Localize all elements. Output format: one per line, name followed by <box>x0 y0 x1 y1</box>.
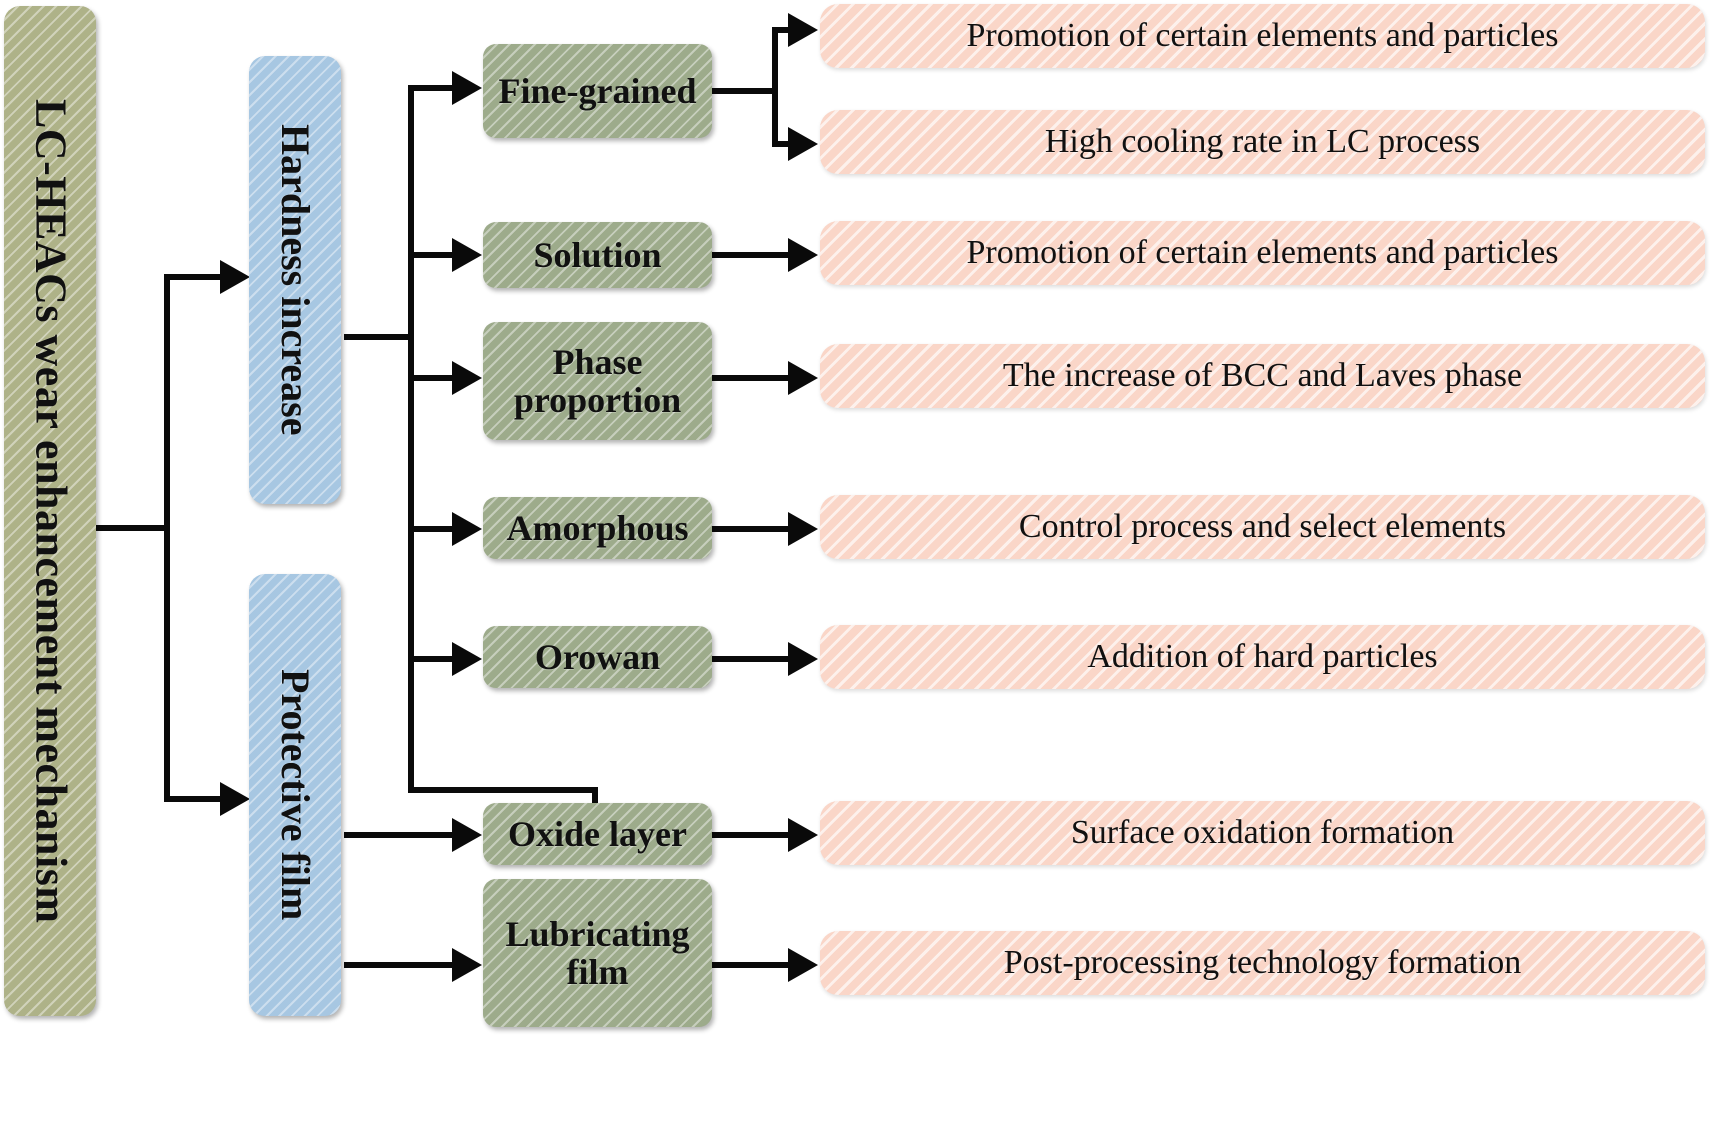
mechanism-node-lubricating-film[interactable]: Lubricating film <box>483 879 712 1027</box>
connector-film-to-lubricating <box>344 962 458 968</box>
arrowhead-to-fine-grained <box>452 71 482 105</box>
arrowhead-to-phase-proportion <box>452 361 482 395</box>
connector-hardness-stem <box>344 334 414 340</box>
root-node-label: LC-HEACs wear enhancement mechanism <box>26 98 76 924</box>
cause-label-5: Control process and select elements <box>1018 507 1507 545</box>
connector-film-to-oxide <box>344 832 458 838</box>
connector-hardness-to-oxide-horizontal <box>408 787 598 793</box>
connector-oxide-to-cause7 <box>712 832 802 838</box>
arrowhead-amorphous-to-cause5 <box>788 512 818 546</box>
arrowhead-oxide-to-cause7 <box>788 818 818 852</box>
cause-node-2[interactable]: High cooling rate in LC process <box>820 110 1705 174</box>
arrowhead-solution-to-cause3 <box>788 238 818 272</box>
mechanism-node-phase-proportion[interactable]: Phase proportion <box>483 322 712 440</box>
mechanism-label-solution: Solution <box>533 234 662 275</box>
root-node-lc-heacs[interactable]: LC-HEACs wear enhancement mechanism <box>4 6 96 1016</box>
arrowhead-root-to-hardness <box>220 260 250 294</box>
mechanism-label-fine-grained: Fine-grained <box>498 70 697 111</box>
cause-label-1: Promotion of certain elements and partic… <box>966 16 1559 54</box>
mechanism-node-fine-grained[interactable]: Fine-grained <box>483 44 712 138</box>
cause-node-6[interactable]: Addition of hard particles <box>820 625 1705 689</box>
cause-label-6: Addition of hard particles <box>1087 637 1438 675</box>
cause-label-2: High cooling rate in LC process <box>1044 122 1481 160</box>
connector-root-split-vertical <box>164 274 170 802</box>
connector-fine-grained-split <box>772 27 778 147</box>
mechanism-label-amorphous: Amorphous <box>506 507 689 548</box>
connector-hardness-fan-vertical <box>408 85 414 793</box>
cause-label-4: The increase of BCC and Laves phase <box>1002 356 1523 394</box>
cause-node-1[interactable]: Promotion of certain elements and partic… <box>820 4 1705 68</box>
connector-to-solution <box>408 252 458 258</box>
connector-orowan-to-cause6 <box>712 656 802 662</box>
arrowhead-film-to-oxide <box>452 818 482 852</box>
cause-node-8[interactable]: Post-processing technology formation <box>820 931 1705 995</box>
connector-lubricating-to-cause8 <box>712 962 802 968</box>
mechanism-node-amorphous[interactable]: Amorphous <box>483 497 712 559</box>
cause-node-4[interactable]: The increase of BCC and Laves phase <box>820 344 1705 408</box>
cause-label-7: Surface oxidation formation <box>1070 813 1455 851</box>
mechanism-label-lubricating-film: Lubricating film <box>505 913 690 992</box>
category-node-hardness-increase[interactable]: Hardness increase <box>249 56 341 504</box>
connector-to-phase-proportion <box>408 375 458 381</box>
mechanism-label-phase-proportion: Phase proportion <box>513 341 682 420</box>
arrowhead-to-amorphous <box>452 512 482 546</box>
category-label-hardness-increase: Hardness increase <box>273 124 319 436</box>
mechanism-label-oxide-layer: Oxide layer <box>508 813 687 854</box>
connector-to-fine-grained <box>408 85 458 91</box>
mechanism-node-oxide-layer[interactable]: Oxide layer <box>483 803 712 865</box>
connector-fine-grained-to-cause2 <box>772 141 802 147</box>
connector-phase-to-cause4 <box>712 375 802 381</box>
cause-node-7[interactable]: Surface oxidation formation <box>820 801 1705 865</box>
mechanism-node-orowan[interactable]: Orowan <box>483 626 712 688</box>
cause-node-5[interactable]: Control process and select elements <box>820 495 1705 559</box>
connector-to-orowan <box>408 656 458 662</box>
arrowhead-lubricating-to-cause8 <box>788 948 818 982</box>
connector-root-to-hardness <box>164 274 226 280</box>
category-node-protective-film[interactable]: Protective film <box>249 574 341 1016</box>
connector-solution-to-cause3 <box>712 252 802 258</box>
arrowhead-fine-grained-to-cause1 <box>788 13 818 47</box>
cause-label-3: Promotion of certain elements and partic… <box>966 233 1559 271</box>
connector-amorphous-to-cause5 <box>712 526 802 532</box>
cause-label-8: Post-processing technology formation <box>1003 943 1522 981</box>
connector-root-to-film <box>164 796 226 802</box>
arrowhead-film-to-lubricating <box>452 948 482 982</box>
category-label-protective-film: Protective film <box>273 669 319 921</box>
arrowhead-orowan-to-cause6 <box>788 642 818 676</box>
arrowhead-root-to-film <box>220 782 250 816</box>
connector-fine-grained-stem <box>712 88 778 94</box>
arrowhead-to-solution <box>452 238 482 272</box>
arrowhead-phase-to-cause4 <box>788 361 818 395</box>
connector-to-amorphous <box>408 526 458 532</box>
cause-node-3[interactable]: Promotion of certain elements and partic… <box>820 221 1705 285</box>
arrowhead-to-orowan <box>452 642 482 676</box>
mechanism-node-solution[interactable]: Solution <box>483 222 712 288</box>
mechanism-label-orowan: Orowan <box>534 636 661 677</box>
connector-root-stem <box>96 525 170 531</box>
connector-fine-grained-to-cause1 <box>772 27 802 33</box>
arrowhead-fine-grained-to-cause2 <box>788 127 818 161</box>
